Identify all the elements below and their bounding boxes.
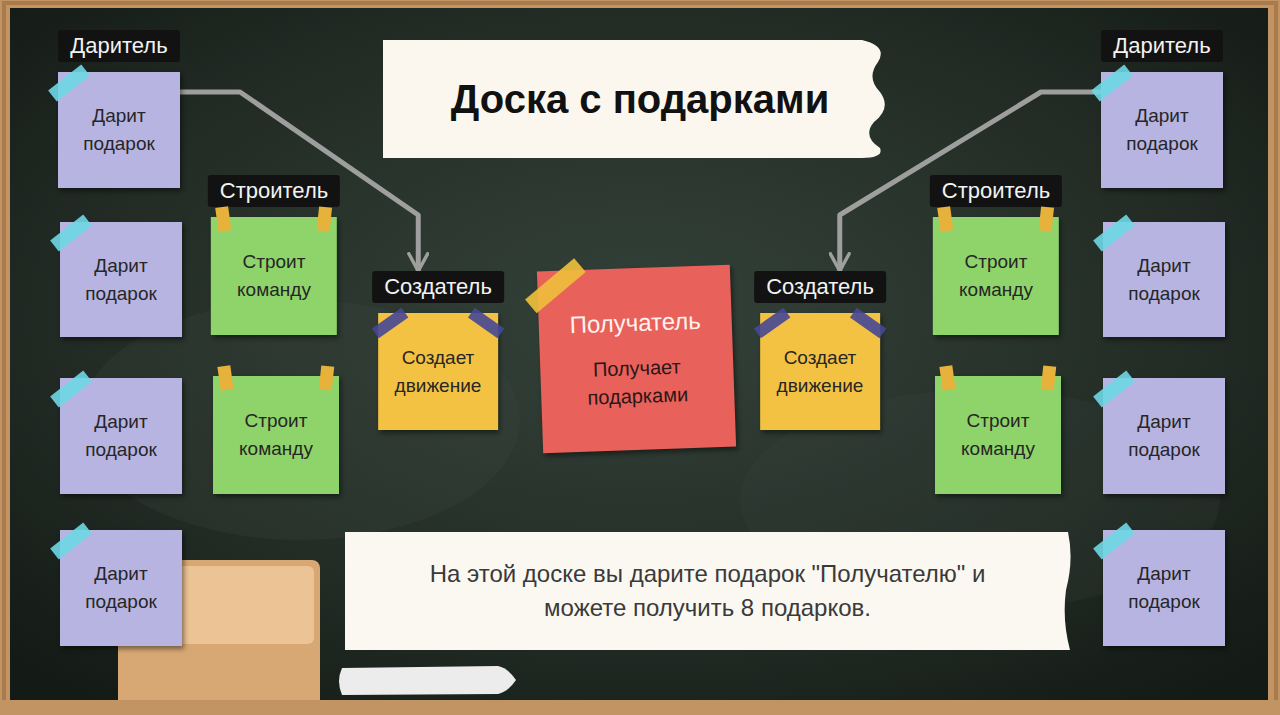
role-heading: Создатель [372, 271, 504, 303]
giver-note: Дарит подарок [1103, 530, 1225, 646]
tape [1039, 206, 1054, 231]
note-paper: Создает движение [760, 313, 880, 430]
tape [50, 215, 92, 252]
builder-note: Строит команду [213, 376, 339, 494]
note-paper: Создает движение [378, 313, 498, 430]
tape [50, 523, 92, 560]
note-paper: Строит команду [211, 217, 337, 335]
note-paper: ПолучательПолучает подарками [537, 265, 736, 454]
role-heading: Даритель [1101, 30, 1222, 62]
note-paper: Строит команду [935, 376, 1061, 494]
note-text: Получает подарками [552, 351, 723, 413]
tape [754, 308, 790, 338]
tape [48, 65, 90, 102]
role-heading: Даритель [58, 30, 179, 62]
giver-note: Дарит подарок [60, 378, 182, 494]
board [10, 8, 1268, 700]
note-text: Дарит подарок [68, 560, 174, 616]
receiver-note: ПолучательПолучает подарками [540, 268, 733, 450]
tape [215, 206, 231, 232]
note-paper: Строит команду [933, 217, 1059, 335]
note-paper: Дарит подарок [1103, 378, 1225, 494]
giver-note: ДарительДарит подарок [1101, 30, 1223, 188]
note-text: Дарит подарок [1111, 408, 1217, 464]
tape [1091, 65, 1133, 102]
tape [468, 308, 504, 338]
note-paper: Строит команду [213, 376, 339, 494]
tape [525, 258, 586, 313]
tape [1093, 523, 1135, 560]
tape [1041, 365, 1056, 390]
giver-note: Дарит подарок [1103, 378, 1225, 494]
role-heading: Создатель [754, 271, 886, 303]
note-text: Создает движение [386, 344, 490, 400]
caption: На этой доске вы дарите подарок "Получат… [418, 557, 998, 625]
note-heading: Получатель [569, 306, 701, 341]
title-paper [383, 40, 885, 158]
tape [850, 308, 886, 338]
note-text: Дарит подарок [1109, 102, 1215, 158]
tape [939, 365, 955, 391]
frame-edge [4, 3, 1276, 711]
note-text: Дарит подарок [66, 102, 172, 158]
note-text: Дарит подарок [68, 252, 174, 308]
builder-note: СтроительСтроит команду [930, 175, 1062, 335]
note-text: Создает движение [768, 344, 872, 400]
note-paper: Дарит подарок [1101, 72, 1223, 188]
tape [319, 365, 334, 390]
builder-note: Строит команду [935, 376, 1061, 494]
note-text: Строит команду [219, 248, 329, 304]
note-paper: Дарит подарок [60, 530, 182, 646]
title-box: Доска с подарками [400, 40, 880, 158]
note-text: Строит команду [941, 248, 1051, 304]
giver-note: Дарит подарок [60, 530, 182, 646]
creator-note: СоздательСоздает движение [754, 271, 886, 430]
creator-note: СоздательСоздает движение [372, 271, 504, 430]
tape [1093, 371, 1135, 408]
note-text: Дарит подарок [1111, 560, 1217, 616]
frame-ledge [0, 700, 1280, 715]
note-paper: Дарит подарок [60, 222, 182, 337]
tape [317, 206, 332, 231]
caption-paper [345, 532, 1071, 650]
chalk-stick [339, 666, 516, 695]
note-paper: Дарит подарок [60, 378, 182, 494]
note-paper: Дарит подарок [58, 72, 180, 188]
tape [50, 371, 92, 408]
tape [1093, 215, 1135, 252]
note-text: Дарит подарок [68, 408, 174, 464]
giver-note: ДарительДарит подарок [58, 30, 180, 188]
note-text: Строит команду [943, 407, 1053, 463]
role-heading: Строитель [930, 175, 1062, 207]
giver-note: Дарит подарок [1103, 222, 1225, 337]
title: Доска с подарками [451, 77, 829, 122]
builder-note: СтроительСтроит команду [208, 175, 340, 335]
note-text: Строит команду [221, 407, 331, 463]
tape [217, 365, 233, 391]
note-paper: Дарит подарок [1103, 222, 1225, 337]
note-text: Дарит подарок [1111, 252, 1217, 308]
tape [372, 308, 408, 338]
tape [937, 206, 953, 232]
giver-note: Дарит подарок [60, 222, 182, 337]
role-heading: Строитель [208, 175, 340, 207]
caption-box: На этой доске вы дарите подарок "Получат… [345, 532, 1070, 650]
note-paper: Дарит подарок [1103, 530, 1225, 646]
